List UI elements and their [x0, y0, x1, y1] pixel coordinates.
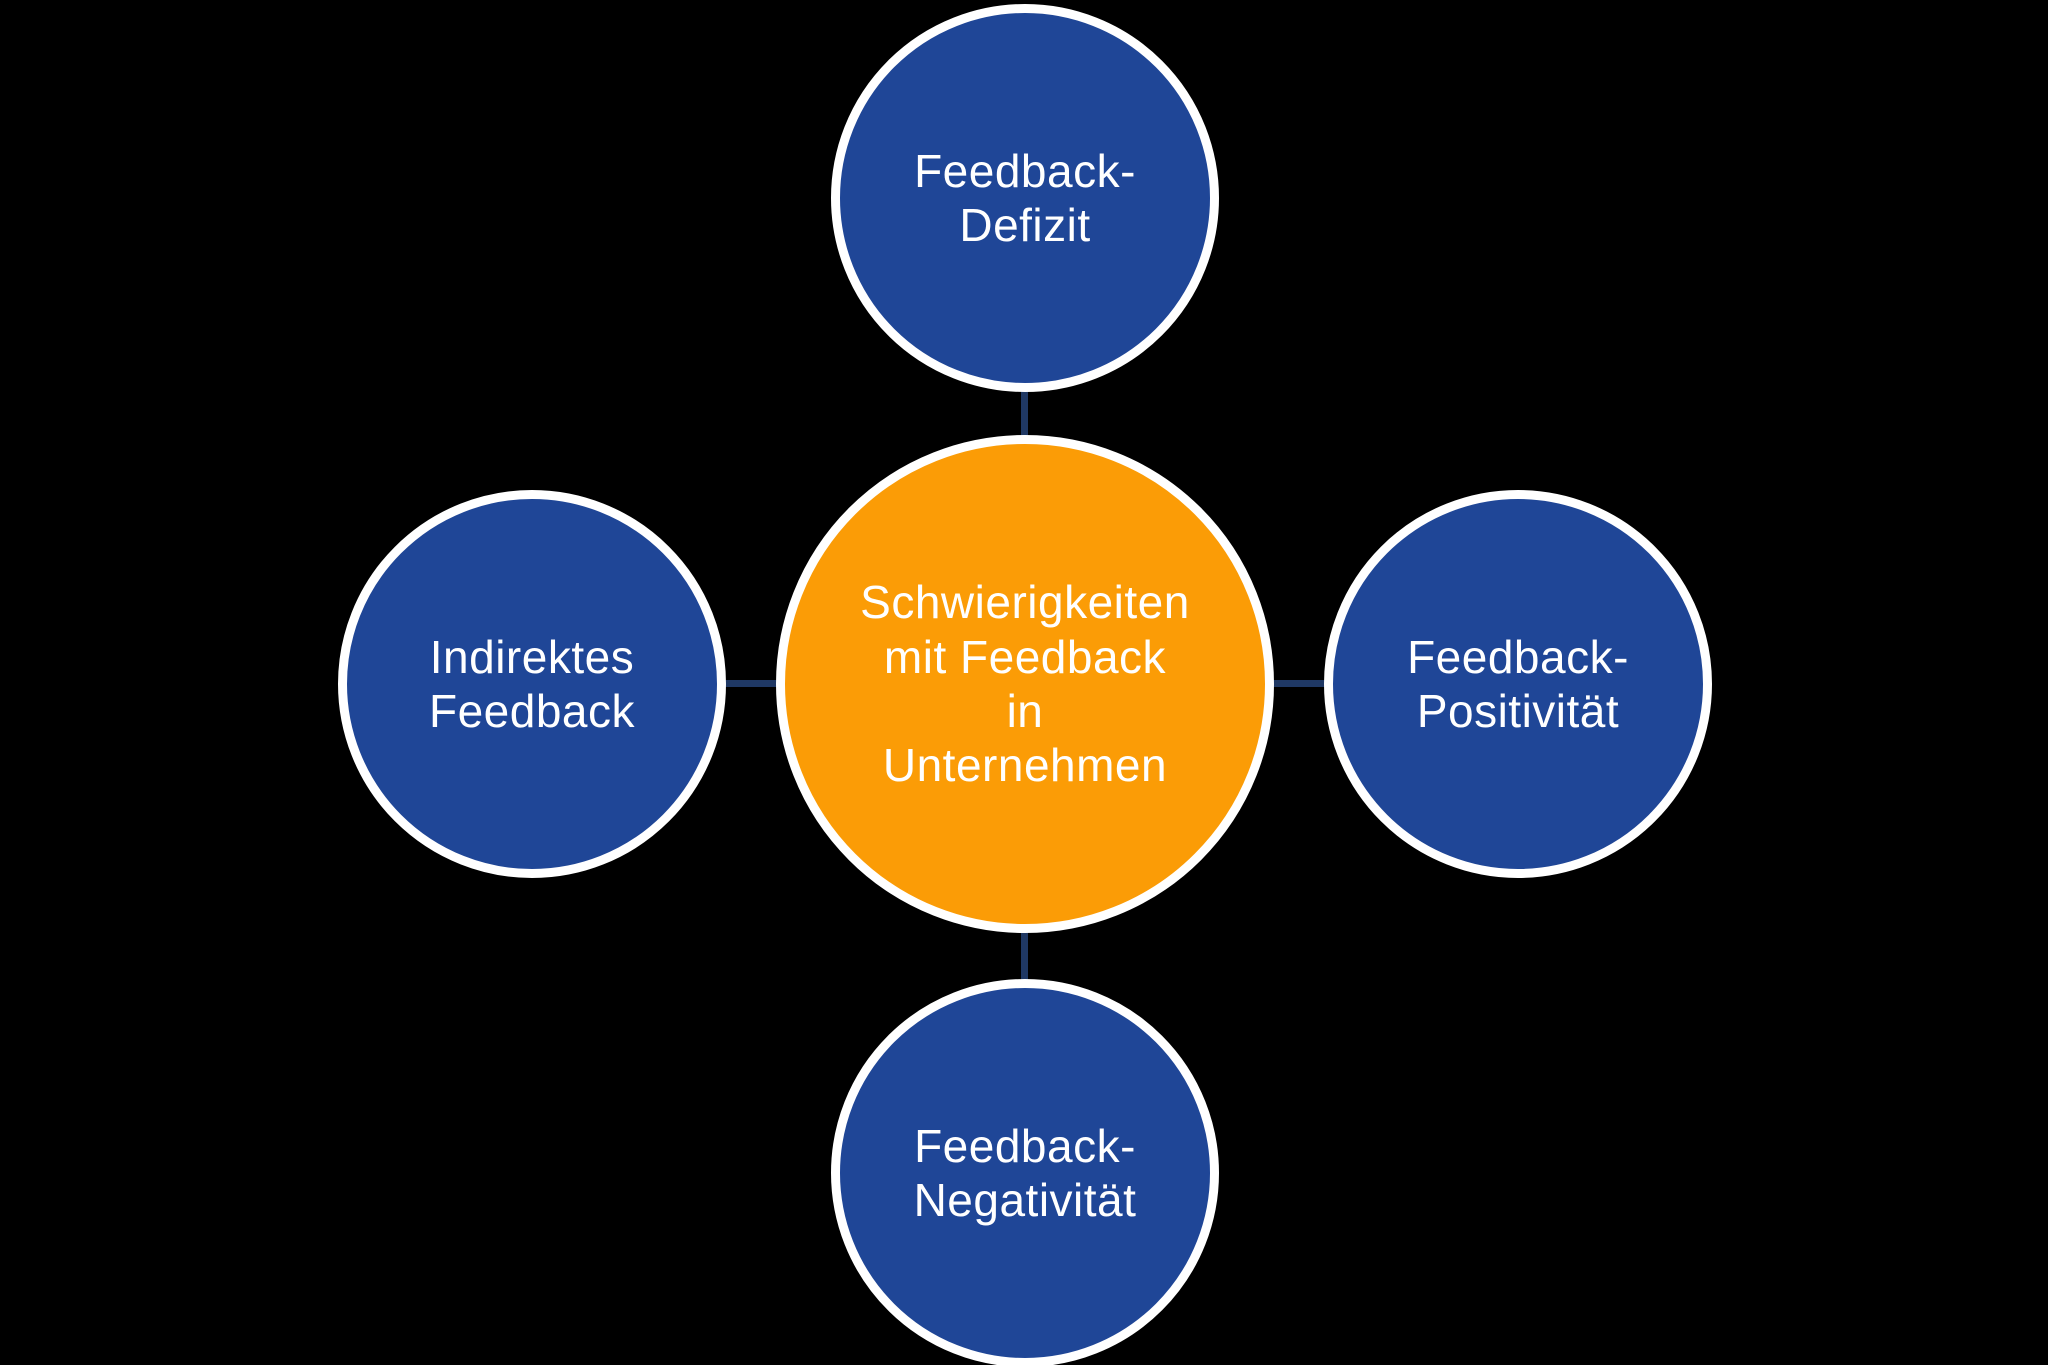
- node-center-schwierigkeiten: Schwierigkeiten mit Feedback in Unterneh…: [776, 435, 1274, 933]
- node-center-label: Schwierigkeiten mit Feedback in Unterneh…: [860, 576, 1190, 792]
- node-top-feedback-defizit: Feedback- Defizit: [831, 4, 1219, 392]
- connector-top: [1021, 388, 1028, 444]
- node-bottom-label: Feedback- Negativität: [913, 1119, 1137, 1226]
- connector-right: [1265, 680, 1331, 687]
- connector-left: [720, 680, 784, 687]
- node-right-label: Feedback- Positivität: [1407, 630, 1629, 737]
- node-right-feedback-positivitaet: Feedback- Positivität: [1324, 490, 1712, 878]
- connector-bottom: [1021, 925, 1028, 985]
- node-left-indirektes-feedback: Indirektes Feedback: [338, 490, 726, 878]
- node-left-label: Indirektes Feedback: [428, 630, 635, 737]
- node-top-label: Feedback- Defizit: [914, 144, 1136, 251]
- node-bottom-feedback-negativitaet: Feedback- Negativität: [831, 979, 1219, 1365]
